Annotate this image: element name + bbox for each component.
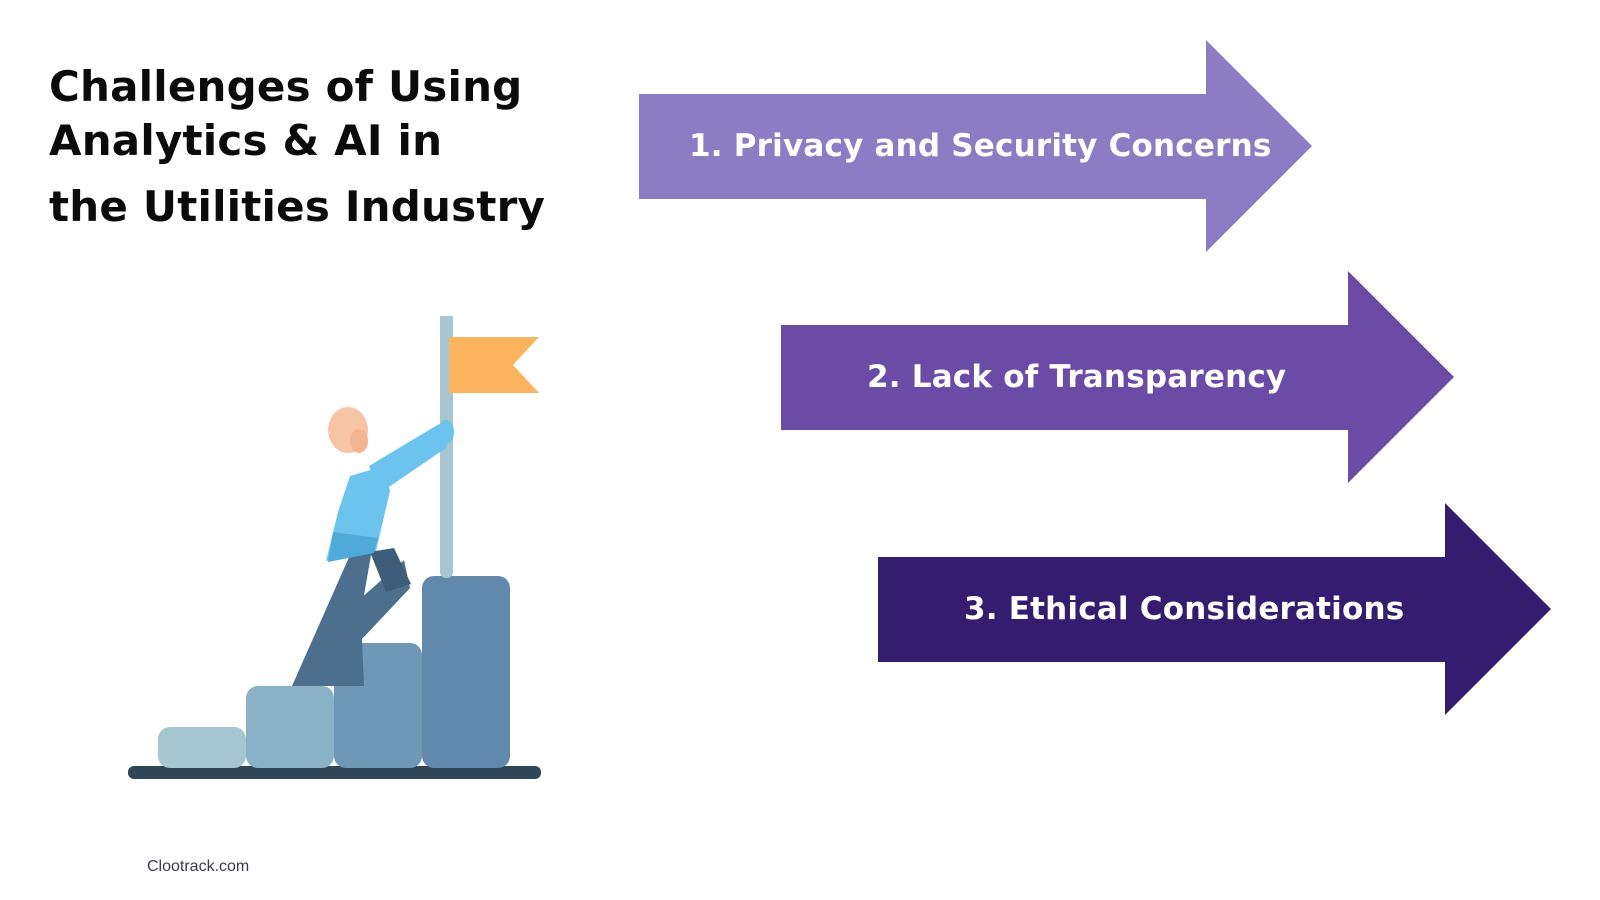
footer-source: Clootrack.com (147, 858, 250, 875)
challenge-label-2: 2. Lack of Transparency (867, 359, 1287, 395)
illustration-base (128, 766, 541, 779)
flag-cloth (449, 337, 539, 393)
climber-illustration (128, 312, 548, 782)
arrow-shape-1-icon (639, 40, 1312, 252)
title-line-1: Challenges of Using (49, 62, 523, 111)
arrow-shape-3-icon (878, 503, 1551, 715)
title-line-3: the Utilities Industry (49, 182, 546, 231)
person-back-leg (339, 560, 410, 686)
arrow-shape-2-icon (781, 271, 1454, 483)
person-hand (438, 420, 454, 444)
person-leg-shadow (370, 548, 411, 592)
challenge-arrow-2: 2. Lack of Transparency (781, 271, 1454, 483)
title-line-2: Analytics & AI in (49, 116, 443, 165)
step-4 (422, 576, 510, 768)
person-arm (369, 424, 449, 493)
person-climbing-steps-to-flag-icon (128, 312, 541, 779)
person-torso-shadow (328, 532, 378, 562)
step-2 (246, 686, 334, 768)
person-front-leg (292, 544, 373, 686)
challenge-arrow-1: 1. Privacy and Security Concerns (639, 40, 1312, 252)
challenge-label-3: 3. Ethical Considerations (964, 591, 1405, 627)
step-1 (158, 727, 246, 768)
person-head-shade (350, 429, 368, 453)
challenge-arrow-3: 3. Ethical Considerations (878, 503, 1551, 715)
slide-title: Challenges of Using Analytics & AI in th… (49, 60, 545, 234)
challenge-label-1: 1. Privacy and Security Concerns (689, 128, 1272, 164)
